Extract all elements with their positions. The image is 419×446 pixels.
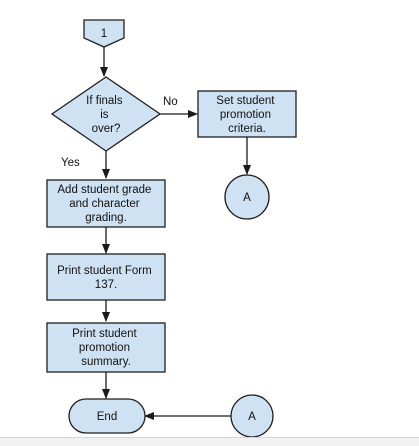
edge-label-yes: Yes (61, 157, 80, 169)
process-set-criteria: Set student promotion criteria. (197, 90, 297, 138)
terminal-end: End (68, 398, 146, 434)
process-print-summary: Print student promotion summary. (46, 322, 166, 373)
decision-finals-over: If finals is over? (50, 76, 162, 152)
connector-a-lower-label: A (248, 411, 256, 423)
bottom-scroll-edge (0, 437, 419, 446)
edge-label-no: No (163, 96, 178, 108)
process-print-summary-text: Print student promotion summary. (72, 328, 140, 368)
connector-a-upper-label: A (243, 192, 251, 204)
flowchart-canvas: No Yes 1 If finals is over? Set student … (46, 19, 297, 437)
process-set-criteria-text: Set student promotion criteria. (216, 95, 277, 135)
terminal-end-label: End (97, 411, 117, 423)
connector-a-upper: A (224, 174, 270, 220)
process-add-grade: Add student grade and character grading. (46, 179, 166, 228)
process-print-form: Print student Form 137. (46, 253, 166, 301)
connector-a-lower: A (230, 394, 274, 437)
decision-finals-text: If finals is over? (86, 95, 126, 135)
process-print-form-text: Print student Form 137. (57, 265, 155, 291)
start-connector: 1 (83, 19, 125, 48)
start-connector-label: 1 (101, 28, 107, 40)
process-add-grade-text: Add student grade and character grading. (57, 184, 154, 224)
